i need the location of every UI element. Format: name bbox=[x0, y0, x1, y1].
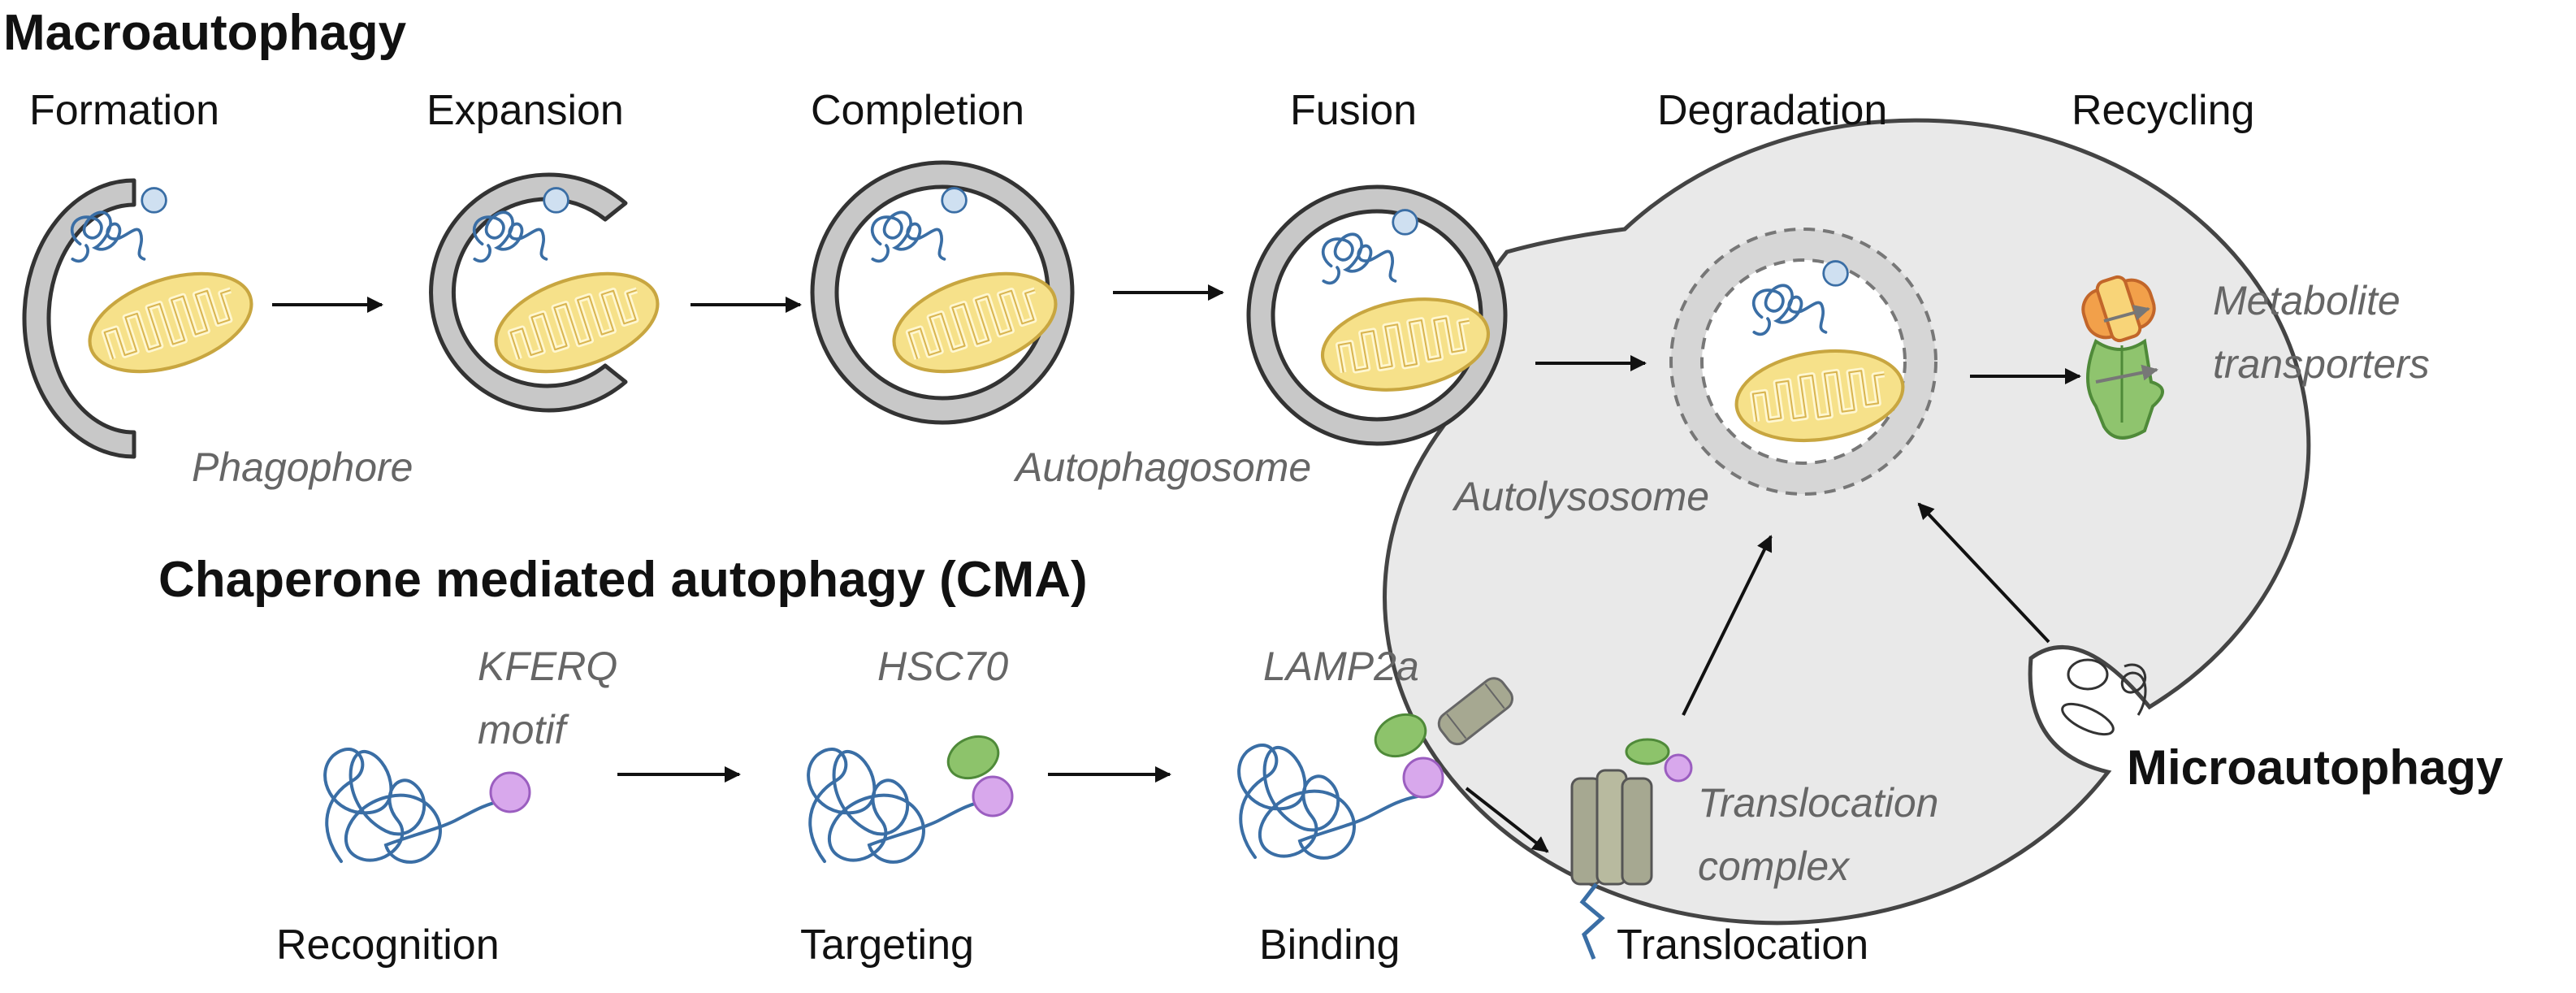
stage-recognition: Recognition bbox=[276, 921, 500, 969]
translocation-complex bbox=[1570, 738, 1693, 960]
stage-completion: Completion bbox=[811, 87, 1025, 134]
cma-targeting bbox=[807, 735, 1014, 864]
phagophore-expansion bbox=[429, 172, 670, 413]
stage-translocation: Translocation bbox=[1617, 921, 1869, 969]
hsc70-label: HSC70 bbox=[877, 644, 1009, 689]
stage-expansion: Expansion bbox=[426, 87, 624, 134]
cma-recognition bbox=[323, 747, 531, 864]
stage-binding: Binding bbox=[1259, 921, 1401, 969]
kferq-label-line1: KFERQ bbox=[478, 644, 618, 689]
macro-arrows bbox=[272, 284, 2081, 384]
autophagosome-label: Autophagosome bbox=[1015, 444, 1312, 490]
phagophore-formation bbox=[22, 178, 264, 459]
lysosome bbox=[1383, 118, 2311, 926]
translocation-complex-label-line1: Translocation bbox=[1698, 780, 1939, 826]
translocation-complex-label-line2: complex bbox=[1698, 843, 1850, 889]
phagophore-label: Phagophore bbox=[192, 444, 413, 490]
stage-formation: Formation bbox=[29, 87, 220, 134]
metabolite-label-line2: transporters bbox=[2213, 341, 2430, 387]
stage-degradation: Degradation bbox=[1657, 87, 1888, 134]
autolysosome-label: Autolysosome bbox=[1454, 474, 1710, 519]
autophagosome-fusion bbox=[1246, 184, 1508, 446]
lamp2a-label: LAMP2a bbox=[1263, 644, 1419, 689]
autolysosome bbox=[1669, 228, 1937, 496]
cma-title: Chaperone mediated autophagy (CMA) bbox=[158, 552, 1088, 608]
kferq-label-line2: motif bbox=[478, 707, 566, 752]
metabolite-label-line1: Metabolite bbox=[2213, 278, 2401, 323]
cma-binding bbox=[1237, 677, 1514, 860]
microautophagy-title: Microautophagy bbox=[2127, 740, 2504, 795]
cma-arrows bbox=[617, 535, 1773, 853]
stage-recycling: Recycling bbox=[2072, 87, 2255, 134]
microautophagy-invagination bbox=[2061, 658, 2147, 736]
metabolite-transporters bbox=[2081, 275, 2164, 440]
stage-fusion: Fusion bbox=[1290, 87, 1418, 134]
autophagosome-completion bbox=[810, 160, 1075, 425]
micro-arrow bbox=[1917, 502, 2050, 644]
stage-targeting: Targeting bbox=[800, 921, 974, 969]
macroautophagy-title: Macroautophagy bbox=[3, 5, 407, 61]
